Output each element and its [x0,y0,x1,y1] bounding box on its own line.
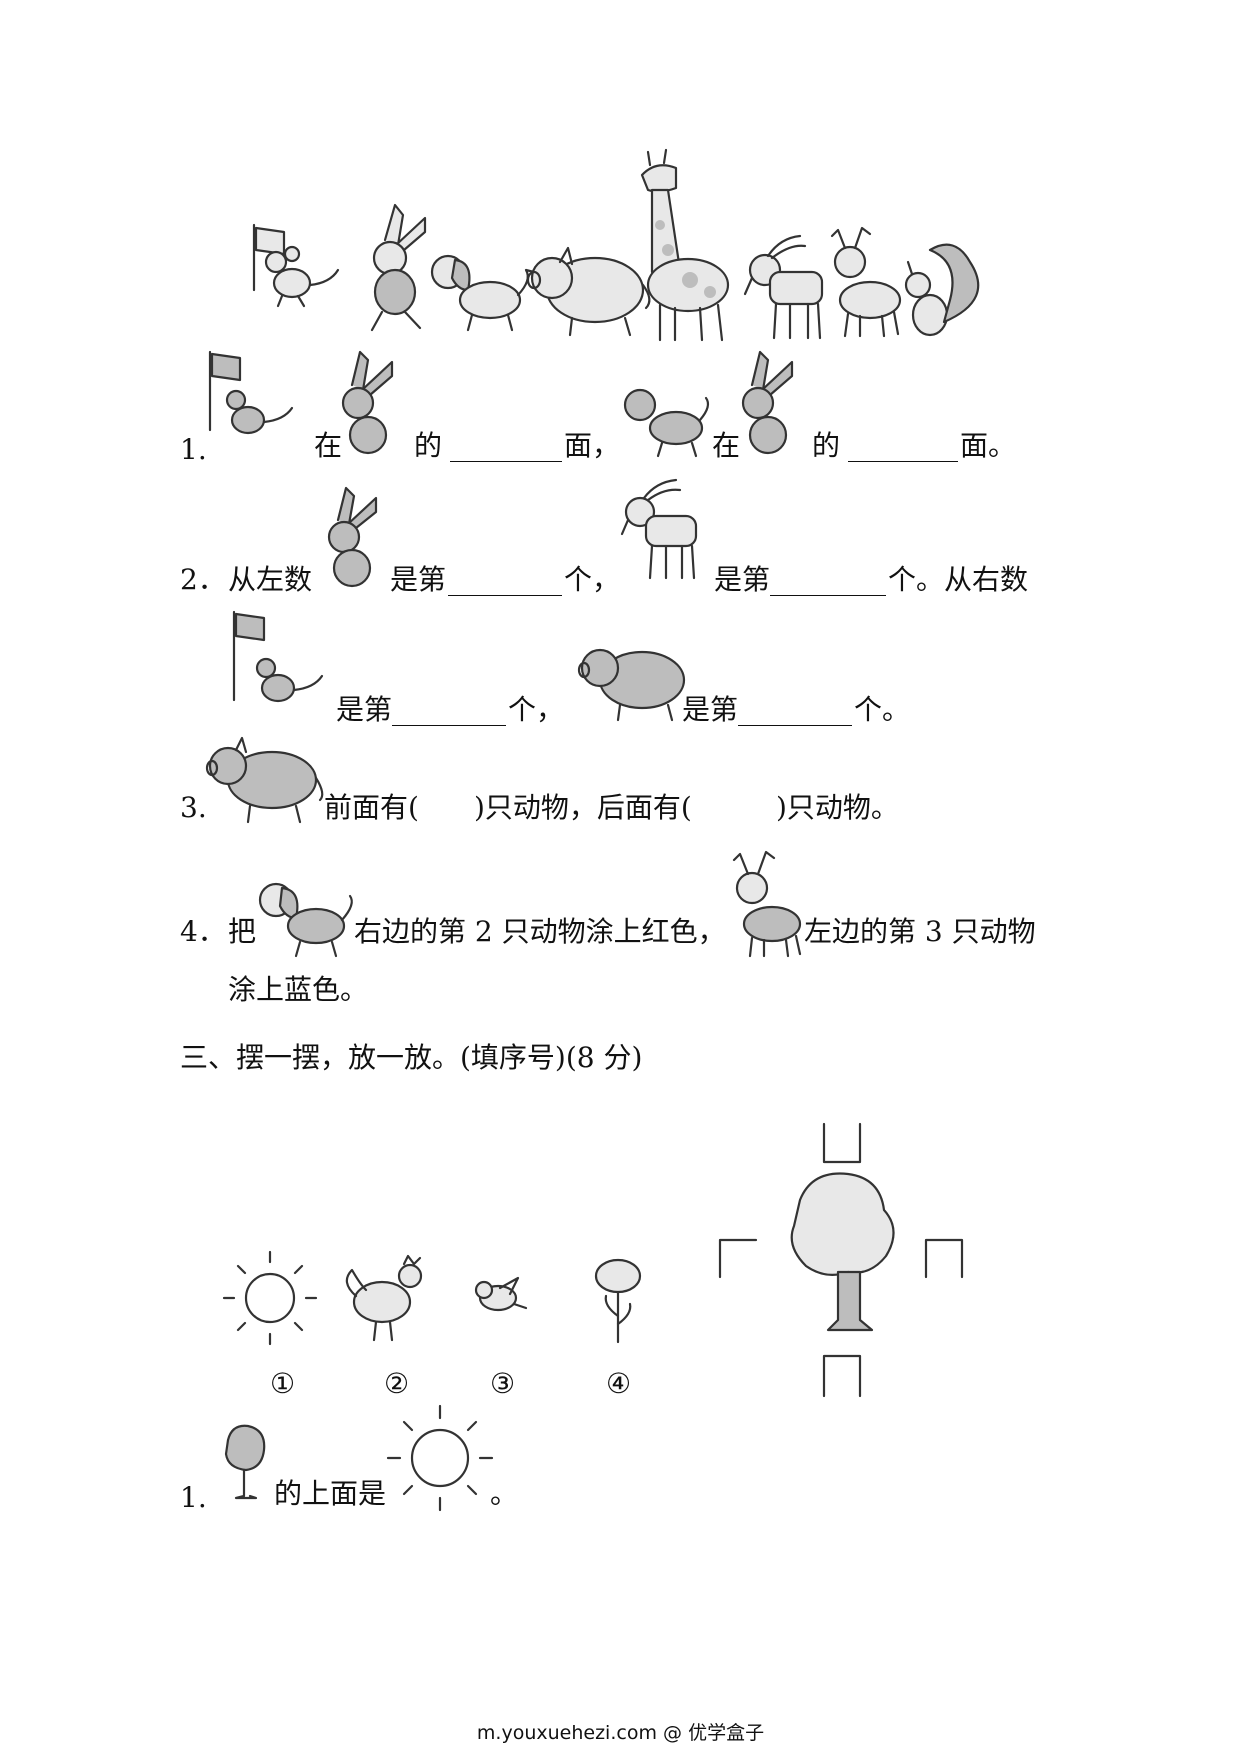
rooster-icon [345,1254,423,1342]
box-right[interactable] [924,1238,964,1279]
q1-text-of2: 的 [812,429,841,462]
animal-row-illustration [252,148,980,342]
pig-icon [205,736,324,824]
deer-icon [830,226,902,338]
label-4: ④ [606,1367,632,1400]
q2-text-ge4: 个。 [854,693,911,726]
q2-text-is1: 是第 [390,563,447,596]
tree-small-icon [224,1424,266,1500]
q2-text-is3: 是第 [336,693,393,726]
giraffe-icon [640,148,730,342]
q4-text-ba: 把 [228,915,257,948]
box-left[interactable] [718,1238,758,1279]
q3-illustrations [205,736,324,824]
q3-text-end: )只动物。 [776,791,899,824]
q1-text-face: 面， [564,429,621,462]
q4-text-left: 左边的第 3 只动物 [804,915,1036,948]
rabbit-icon [327,486,378,588]
q4-text-right: 右边的第 2 只动物涂上红色， [354,915,726,948]
rabbit-icon [341,350,394,455]
q2-blank-1[interactable] [448,567,562,596]
pig-icon [577,648,686,722]
footer-at: @ [663,1722,683,1744]
q2-text-ge3: 个， [508,693,565,726]
footer-brand: 优学盒子 [688,1722,765,1744]
deer-icon [732,850,802,958]
rabbit-icon [741,350,794,455]
footer-url[interactable]: m.youxuehezi.com [476,1722,657,1744]
dog-icon [623,388,710,458]
label-3: ③ [490,1367,516,1400]
tree-icon [790,1172,895,1332]
q1-text-face2: 面。 [960,429,1017,462]
sun-icon [386,1404,494,1512]
q2-illustrations [232,478,698,722]
box-bottom[interactable] [822,1354,862,1398]
label-1: ① [270,1367,296,1400]
flower-icon [594,1258,642,1344]
q4-number: 4． [180,915,226,948]
q1-number: 1. [180,433,207,466]
sub1-number: 1. [180,1481,207,1514]
goat-icon [743,234,824,340]
q3-number: 3. [180,791,207,824]
sun-icon [222,1250,318,1346]
q3-text-front: 前面有( [324,791,419,824]
q2-blank-4[interactable] [738,697,852,726]
q2-text-ge1: 个， [564,563,621,596]
q2-blank-3[interactable] [392,697,506,726]
q4-text-line2: 涂上蓝色。 [228,973,369,1006]
q3-text-mid: )只动物，后面有( [474,791,692,824]
q2-text-is2: 是第 [714,563,771,596]
label-2: ② [384,1367,410,1400]
rabbit-icon [370,203,427,332]
squirrel-icon [904,243,980,337]
q2-text-is4: 是第 [682,693,739,726]
q2-text-left: 从左数 [228,563,313,596]
bird-icon [474,1276,528,1312]
mouse-icon [264,245,340,308]
pig-icon [526,246,651,337]
sub1-text-above: 的上面是 [274,1477,387,1510]
dog-icon [258,882,353,958]
q2-blank-2[interactable] [770,567,886,596]
box-top[interactable] [822,1122,862,1164]
section3-illustrations [222,1122,964,1512]
q4-illustrations [258,850,802,958]
flag-mouse-icon [208,350,294,435]
q1-illustrations [208,350,794,458]
footer: m.youxuehezi.com @ 优学盒子 [0,1718,1241,1745]
q1-text-of: 的 [414,429,443,462]
q2-text-ge2: 个。从右数 [888,563,1029,596]
section3-title: 三、摆一摆，放一放。(填序号)(8 分) [180,1041,643,1074]
goat-icon [620,478,698,580]
q1-text-at2: 在 [712,429,741,462]
sub1-text-end: 。 [490,1477,519,1510]
q1-text-at: 在 [314,429,343,462]
dog-icon [430,254,536,332]
flag-mouse-icon [232,610,324,703]
q2-number: 2． [180,563,226,596]
q1-blank-2[interactable] [848,433,958,462]
q1-blank-1[interactable] [450,433,562,462]
